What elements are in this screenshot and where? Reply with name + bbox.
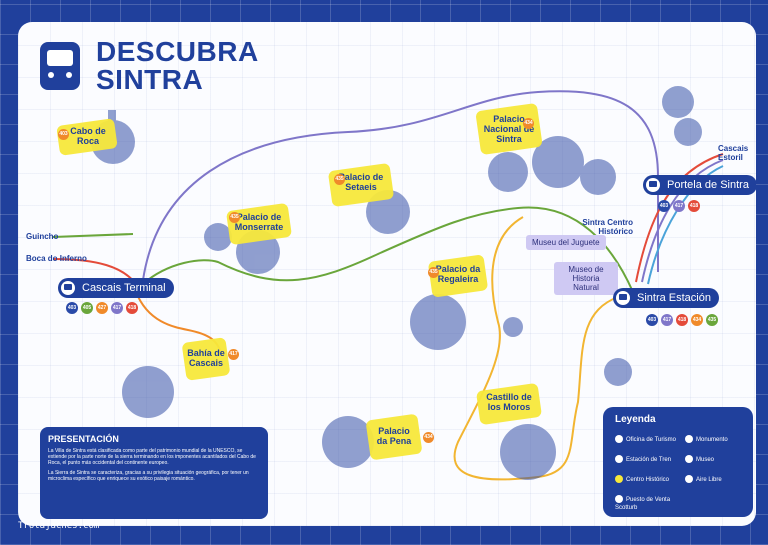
route-number: 418 (126, 302, 138, 314)
route-number: 418 (688, 200, 700, 212)
info-icon (615, 435, 623, 443)
presentation-p2: La Sierra de Sintra se caracteriza, grac… (48, 470, 249, 482)
bus-icon (646, 178, 660, 192)
route-number: 435 (706, 314, 718, 326)
legend-label: Puesto de Venta Scotturb (615, 497, 671, 511)
monument-icon (685, 435, 693, 443)
route-purple (142, 90, 659, 281)
place-bahia-cascais[interactable]: Bahía de Cascais (187, 348, 225, 368)
title-line-2: SINTRA (96, 64, 204, 95)
terminal-portela-label: Portela de Sintra (667, 179, 749, 191)
legend-label: Estación de Tren (626, 457, 672, 463)
museum-historia-natural[interactable]: Museo de Historia Natural (554, 262, 618, 295)
route-number: 434 (691, 314, 703, 326)
route-number: 427 (96, 302, 108, 314)
route-green (142, 206, 634, 293)
place-palacio-regaleira[interactable]: Palacio da Regaleira (435, 264, 481, 284)
legend-label: Centro Histórico (626, 477, 670, 483)
place-palacio-pena[interactable]: Palacio da Pena (376, 426, 412, 446)
route-number: 417 (673, 200, 685, 212)
museum-juguete[interactable]: Museu del Juguete (526, 235, 606, 250)
place-palacio-nacional[interactable]: Palacio Nacional de Sintra (483, 114, 535, 144)
label-sintra-centro: Sintra Centro Histórico (582, 218, 633, 236)
route-badge: 403 (58, 129, 69, 140)
bus-icon (40, 42, 80, 90)
legend-label: Museo (696, 457, 715, 463)
terminal-estacion[interactable]: Sintra Estación (613, 288, 719, 308)
museum-icon (685, 455, 693, 463)
routes-estacion: 403 417 418 434 435 (646, 314, 718, 326)
legend-label: Oficina de Turismo (626, 437, 677, 443)
legend-item: Estación de Tren (615, 455, 671, 464)
legend-item: Aire Libre (685, 475, 722, 484)
legend-item: Museo (685, 455, 714, 464)
legend-label: Monumento (696, 437, 728, 443)
route-number: 417 (111, 302, 123, 314)
place-palacio-setaeis[interactable]: Palacio de Setaeis (338, 172, 384, 192)
route-number: 403 (646, 314, 658, 326)
presentation-p1: La Villa de Sintra está clasificada como… (48, 448, 256, 466)
route-badge: 434 (523, 118, 534, 129)
route-number: 403 (66, 302, 78, 314)
route-guincho (52, 233, 134, 238)
label-guincho: Guincho (26, 232, 59, 241)
footer-watermark: Trotajaches.com (18, 521, 100, 531)
ticket-icon (615, 495, 623, 503)
label-cascais-estoril: Cascais Estoril (718, 144, 749, 162)
legend-panel: Leyenda Oficina de Turismo Monumento Est… (603, 407, 753, 517)
page-title: DESCUBRA SINTRA (96, 38, 259, 94)
route-badge: 435 (229, 212, 240, 223)
legend-item: Centro Histórico (615, 475, 669, 484)
route-badge: 417 (228, 349, 239, 360)
place-castillo-moros[interactable]: Castillo de los Moros (486, 392, 532, 412)
route-estoril-purple (641, 159, 724, 283)
legend-label: Aire Libre (696, 477, 722, 483)
bus-icon (61, 281, 75, 295)
route-badge: 434 (423, 432, 434, 443)
legend-item: Oficina de Turismo (615, 435, 676, 444)
presentation-heading: PRESENTACIÓN (48, 434, 119, 444)
route-number: 403 (658, 200, 670, 212)
place-cabo-de-roca[interactable]: Cabo de Roca (70, 126, 106, 146)
legend-heading: Leyenda (615, 414, 656, 425)
routes-cascais: 403 405 427 417 418 (66, 302, 138, 314)
route-gold (453, 216, 619, 481)
legend-item: Puesto de Venta Scotturb (615, 495, 675, 512)
map-board: DESCUBRA SINTRA Cabo de Roca Palacio Nac… (18, 22, 756, 526)
route-number: 417 (661, 314, 673, 326)
route-number: 405 (81, 302, 93, 314)
terminal-portela[interactable]: Portela de Sintra (643, 175, 756, 195)
terminal-cascais[interactable]: Cascais Terminal (58, 278, 174, 298)
train-icon (615, 455, 623, 463)
route-badge: 435 (428, 267, 439, 278)
presentation-panel: PRESENTACIÓN La Villa de Sintra está cla… (40, 427, 268, 519)
historic-center-icon (615, 475, 623, 483)
place-palacio-monserrate[interactable]: Palacio de Monserrate (234, 212, 284, 232)
terminal-estacion-label: Sintra Estación (637, 292, 711, 304)
route-number: 418 (676, 314, 688, 326)
terminal-cascais-label: Cascais Terminal (82, 282, 166, 294)
route-badge: 435 (334, 174, 345, 185)
label-boca-do-inferno: Boca do Inferno (26, 254, 87, 263)
bus-icon (616, 291, 630, 305)
tree-icon (685, 475, 693, 483)
routes-portela: 403 417 418 (658, 200, 700, 212)
title-line-1: DESCUBRA (96, 36, 259, 67)
legend-item: Monumento (685, 435, 728, 444)
